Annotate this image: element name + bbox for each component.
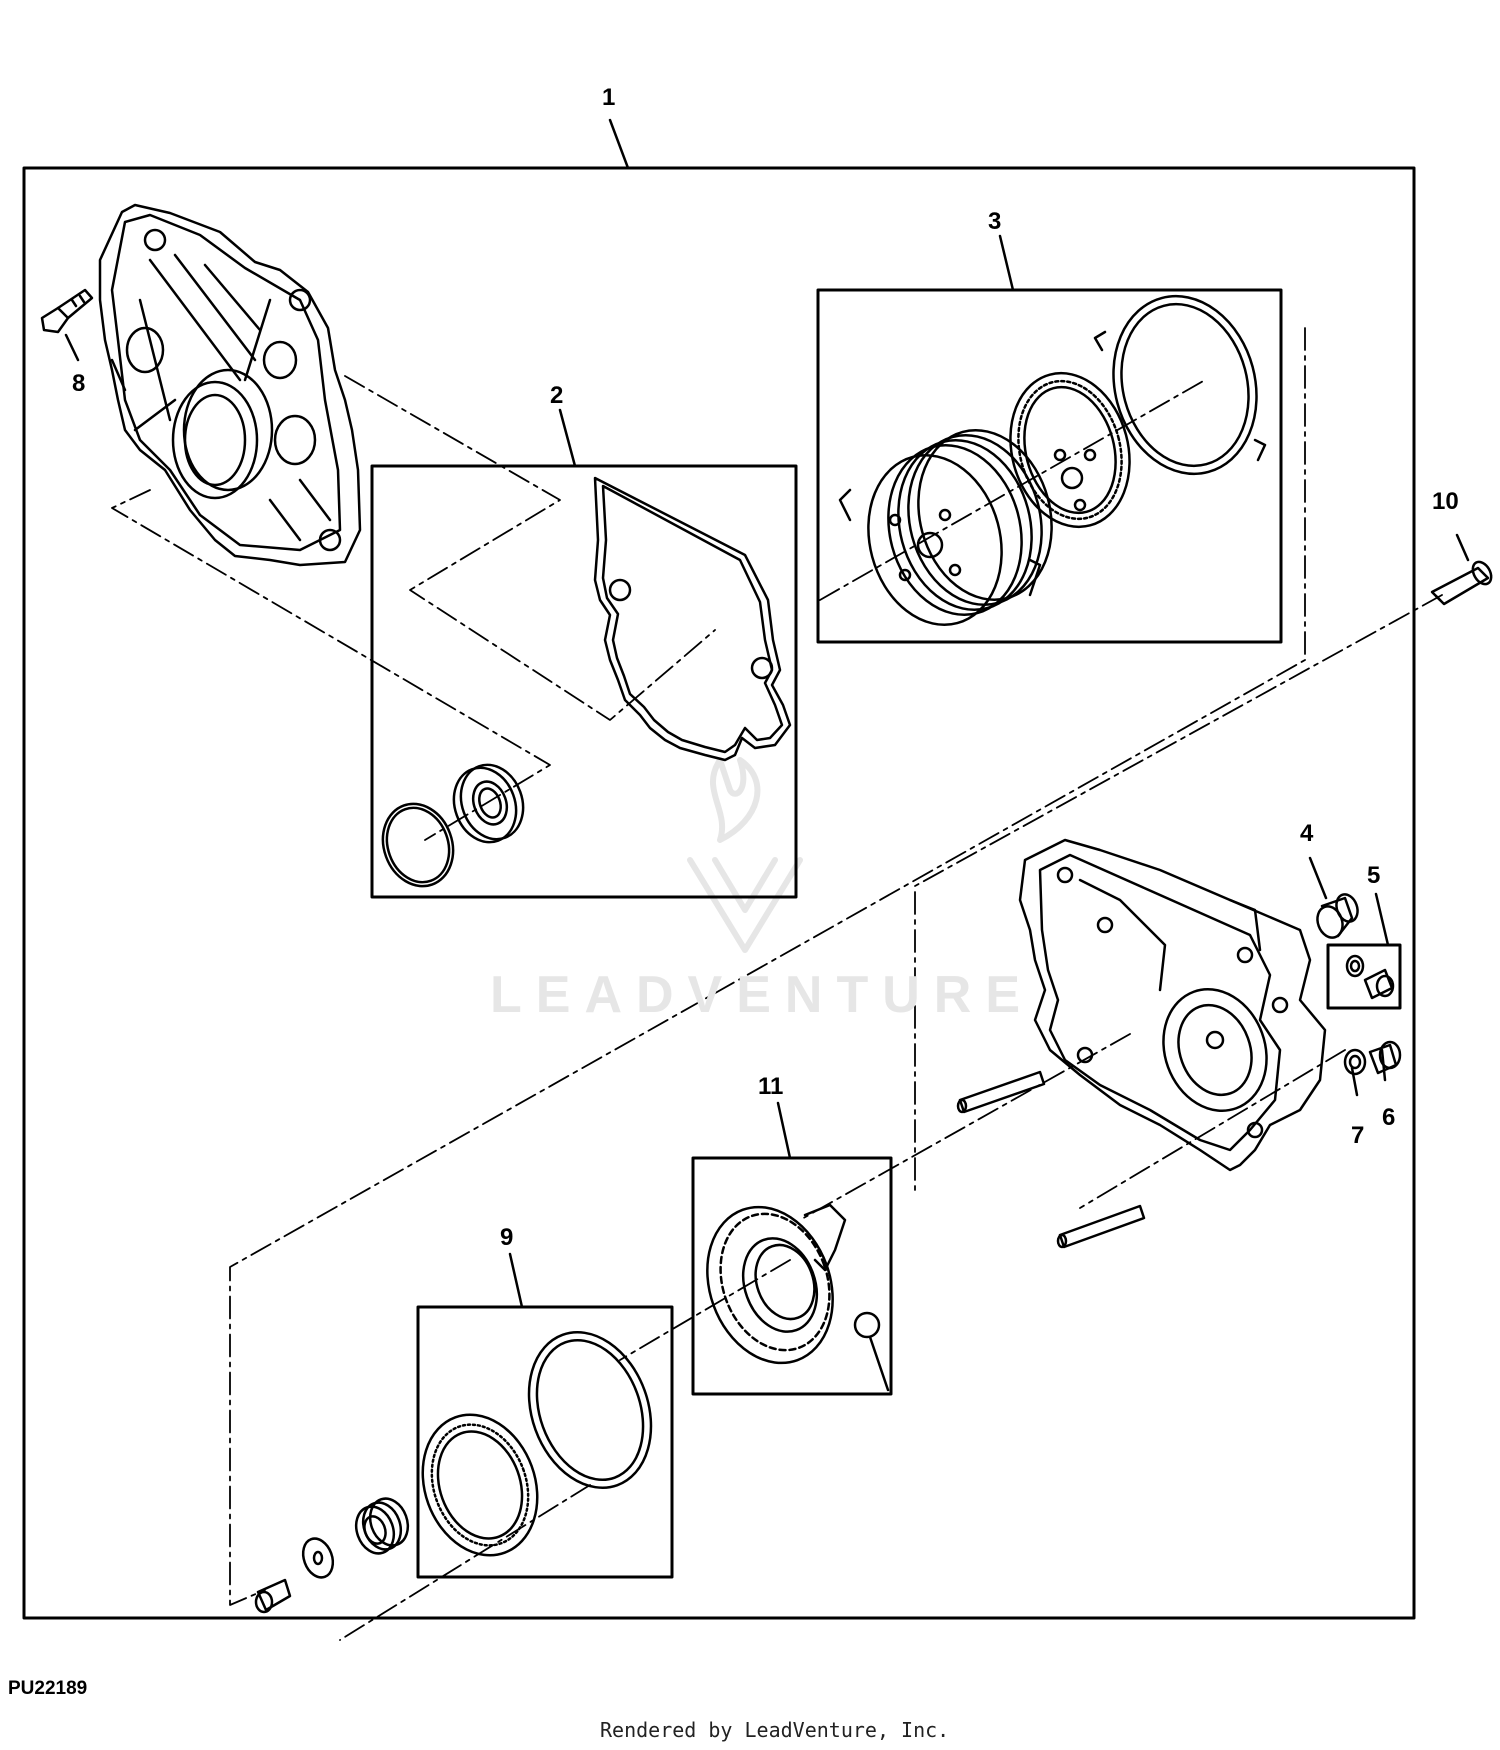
render-credit: Rendered by LeadVenture, Inc. — [600, 1718, 950, 1742]
plug-4 — [1316, 893, 1359, 939]
callout-9: 9 — [500, 1224, 514, 1251]
friction-disc — [1009, 371, 1131, 529]
callout-7: 7 — [1351, 1122, 1365, 1149]
washer-small — [301, 1537, 335, 1579]
callout-11: 11 — [758, 1073, 784, 1100]
leader-3 — [998, 234, 1015, 292]
callout-4: 4 — [1300, 820, 1314, 847]
gasket-kit-box — [370, 464, 798, 899]
spring — [354, 1497, 410, 1555]
thrust-bearing — [421, 1413, 539, 1557]
assembly-lines — [111, 327, 1443, 1641]
clutch-pack-box — [816, 288, 1283, 644]
piston-box — [691, 1156, 893, 1396]
separator-plate — [1093, 294, 1267, 476]
dowel-pin-lower — [1056, 1204, 1146, 1249]
watermark-text: LEADVENTURE — [490, 966, 1035, 1024]
gasket — [593, 476, 792, 762]
leader-4 — [1308, 856, 1328, 900]
callout-8: 8 — [72, 370, 86, 397]
dowel-pin-upper — [956, 1070, 1046, 1114]
o-ring — [381, 802, 455, 888]
piston-assembly — [706, 1203, 890, 1392]
bolt-small — [254, 1578, 292, 1614]
callout-2: 2 — [550, 382, 564, 409]
callout-1: 1 — [602, 84, 616, 111]
bolt-8 — [40, 288, 94, 334]
plug-kit-box — [1326, 943, 1402, 1010]
leader-10 — [1455, 533, 1470, 562]
clutch-pack — [838, 428, 1053, 627]
callout-6: 6 — [1382, 1104, 1396, 1131]
top-cover — [98, 203, 362, 567]
leader-2 — [558, 408, 577, 468]
leader-1 — [608, 118, 630, 170]
leader-5 — [1374, 892, 1390, 947]
pin-10 — [1430, 560, 1493, 606]
main-assembly-box — [22, 166, 1416, 1620]
watermark-logo — [687, 757, 803, 953]
washer-7 — [1343, 1048, 1367, 1076]
leader-9 — [508, 1252, 524, 1309]
callout-5: 5 — [1367, 862, 1381, 889]
leader-11 — [776, 1101, 792, 1160]
transmission-housing — [1018, 838, 1327, 1172]
oil-seal — [452, 763, 525, 844]
bearing-box — [416, 1305, 674, 1579]
callout-3: 3 — [988, 208, 1002, 235]
callout-10: 10 — [1432, 488, 1459, 515]
plug-6 — [1368, 1040, 1402, 1075]
drawing-code: PU22189 — [8, 1678, 88, 1699]
leader-8 — [64, 333, 80, 362]
plug-kit-5 — [1345, 954, 1395, 1000]
leader-7 — [1350, 1066, 1359, 1097]
thrust-washer — [527, 1331, 653, 1489]
